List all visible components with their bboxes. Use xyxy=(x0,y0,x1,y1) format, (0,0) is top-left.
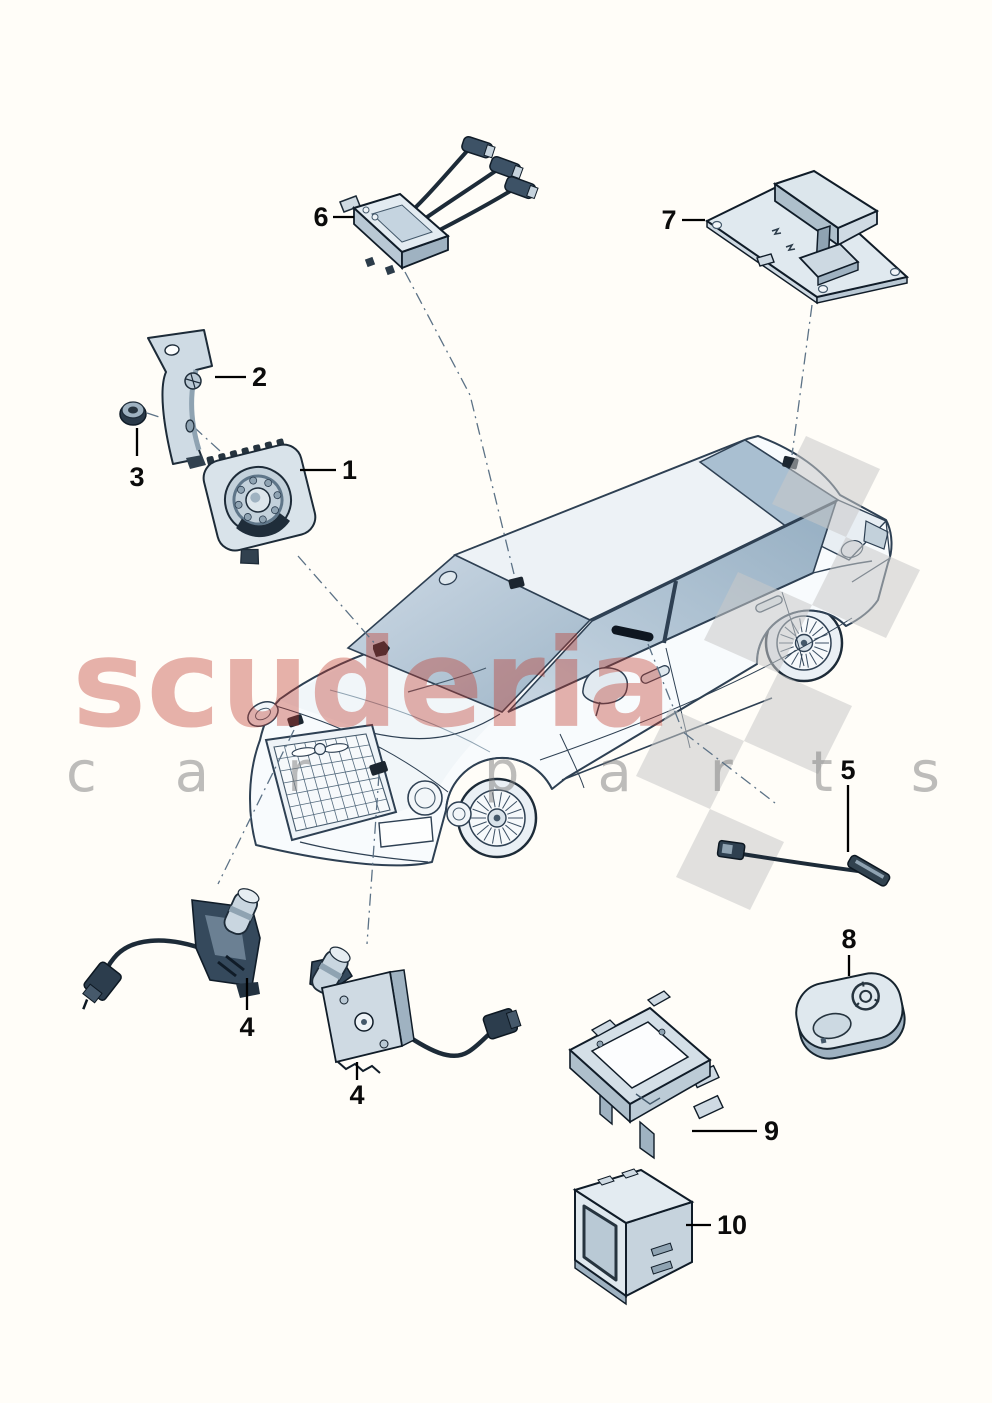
wheel-spoke xyxy=(498,828,503,844)
part-4-lock-actuator-a xyxy=(82,888,261,1010)
flag-checker xyxy=(812,537,920,638)
wheel-spoke xyxy=(476,800,489,812)
callouts: 1 2 3 4 4 5 6 7 8 9 10 xyxy=(129,202,856,1240)
part-2-mounting-bracket xyxy=(147,329,213,469)
flag-checker xyxy=(704,572,812,673)
flag-checker xyxy=(676,809,784,910)
wheel-spoke xyxy=(809,652,817,665)
leader-door-to-antenna-wire xyxy=(647,643,776,804)
wheel-spoke xyxy=(507,821,522,828)
callout-5: 5 xyxy=(840,755,855,785)
flag-checker xyxy=(772,436,880,537)
grille-mesh-line xyxy=(355,735,380,813)
part-10-control-unit xyxy=(572,1168,695,1306)
leader-horn-to-cowl xyxy=(297,555,378,647)
sensor-mark-hood xyxy=(369,760,388,776)
license-plate xyxy=(378,816,434,848)
wheel-spoke xyxy=(505,800,518,812)
wheel-spoke xyxy=(809,621,817,634)
part-3-nut xyxy=(119,401,147,426)
sensor-mark-b-pillar xyxy=(611,625,654,642)
wheel-spoke xyxy=(483,795,492,809)
wheel-spoke xyxy=(483,827,492,841)
parts xyxy=(82,135,910,1306)
front-door-handle xyxy=(640,665,670,684)
wheel-spoke xyxy=(505,824,518,836)
callout-3: 3 xyxy=(129,462,144,492)
wheel-spoke xyxy=(805,618,809,633)
wheel-spoke xyxy=(491,828,496,844)
sensor-marks xyxy=(287,455,799,776)
part-8-remote-key xyxy=(795,972,906,1060)
wheel-spoke xyxy=(502,827,511,841)
wheel-spoke xyxy=(814,646,828,653)
grille xyxy=(264,723,398,842)
part-1-alarm-horn xyxy=(202,438,317,565)
callout-6: 6 xyxy=(313,202,328,232)
grille-mesh-line xyxy=(280,755,373,772)
watermark: scuderia car parts xyxy=(66,436,992,910)
part-7-roof-antenna-module xyxy=(705,169,910,305)
wheel-spoke xyxy=(491,792,496,808)
wheel-spoke xyxy=(805,653,809,668)
sensor-mark-cowl xyxy=(373,641,390,657)
callout-8: 8 xyxy=(841,924,856,954)
wheel-spoke xyxy=(812,626,824,637)
grille-mesh-line xyxy=(283,745,307,829)
sensor-mark-windshield-header xyxy=(508,576,525,590)
callout-4a: 4 xyxy=(239,1012,254,1042)
brand-badge xyxy=(291,742,349,757)
grille-mesh-line xyxy=(345,736,370,815)
grille-mesh-line xyxy=(324,739,349,820)
leader-fender-to-actuator-a xyxy=(217,729,295,885)
callout-10: 10 xyxy=(717,1210,747,1240)
grille-mesh-line xyxy=(289,787,384,808)
wheel-spoke xyxy=(476,824,489,836)
grille-mesh-line xyxy=(292,798,387,820)
wheel-spoke xyxy=(502,795,511,809)
car-illustration xyxy=(247,435,893,867)
tail-lamp xyxy=(863,520,889,550)
callout-7: 7 xyxy=(661,205,676,235)
headlamps xyxy=(247,700,472,827)
callout-9: 9 xyxy=(764,1116,779,1146)
sensor-mark-fender xyxy=(287,714,304,728)
part-5-antenna-wire xyxy=(716,839,891,887)
grille-mesh-line xyxy=(286,777,380,796)
front-wheel xyxy=(456,777,538,859)
callout-1: 1 xyxy=(342,455,357,485)
wheel-spoke xyxy=(812,649,824,660)
far-mirror xyxy=(438,570,458,586)
flag-checker xyxy=(744,673,852,774)
wheel-spoke xyxy=(791,652,799,665)
part-4-lock-actuator-b xyxy=(309,946,522,1074)
grille-mesh-line xyxy=(304,742,328,825)
door-mirror xyxy=(582,667,629,705)
wheel-spoke xyxy=(498,792,503,808)
part-9-retaining-frame xyxy=(568,990,724,1160)
wheel-spoke xyxy=(472,808,487,815)
leader-hood-to-actuator-b xyxy=(366,773,380,945)
wheel-spoke xyxy=(472,821,487,828)
flag-checker xyxy=(636,708,744,809)
leader-roof-module-to-shelf xyxy=(791,304,813,456)
watermark-brand: scuderia xyxy=(72,613,672,755)
checkered-flag xyxy=(636,436,920,910)
wheel-spoke xyxy=(507,808,522,815)
grille-mesh-line xyxy=(283,766,377,784)
callout-2: 2 xyxy=(252,362,267,392)
watermark-sub: car parts xyxy=(66,740,992,805)
grille-mesh-line xyxy=(294,744,318,827)
part-6-antenna-amplifier xyxy=(339,135,539,276)
callout-4b: 4 xyxy=(349,1080,364,1110)
